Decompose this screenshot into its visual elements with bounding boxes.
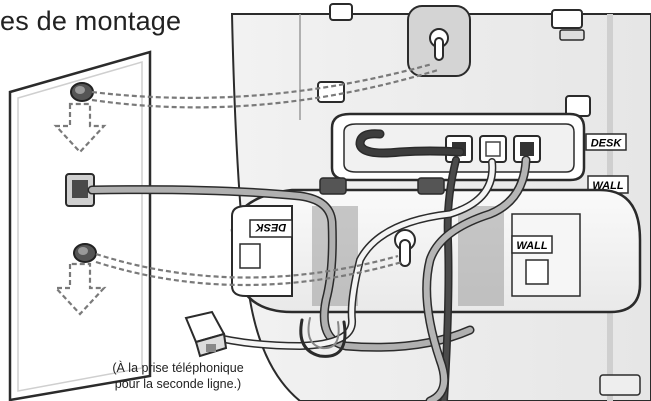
page-title: es de montage [0,6,182,36]
guide-lines [91,62,439,287]
keyhole-slot-icon [394,229,416,267]
screw-icon [70,82,94,102]
desk-label-base: DESK [585,133,627,151]
modular-plug-icon [184,310,228,358]
phone-jack-icon [479,135,507,163]
jack-panel [330,112,586,182]
desk-label-bracket: DESK [249,219,293,238]
cords [87,129,531,401]
wall-plate [8,50,152,401]
second-line-caption: (À la prise téléphonique pour la seconde… [78,360,278,392]
svg-text:WALL: WALL [516,240,547,252]
svg-text:DESK: DESK [255,221,287,233]
down-arrow-icon [53,102,107,154]
wall-label-bracket: WALL [511,235,553,254]
down-arrow-icon [53,262,107,316]
caption-line-2: pour la seconde ligne.) [114,377,242,391]
screw-icon [73,243,97,263]
svg-text:DESK: DESK [591,138,623,150]
caption-line-1: (À la prise téléphonique [112,361,244,375]
phone-jack-icon [65,173,95,207]
keyhole-slot-icon [407,5,471,77]
